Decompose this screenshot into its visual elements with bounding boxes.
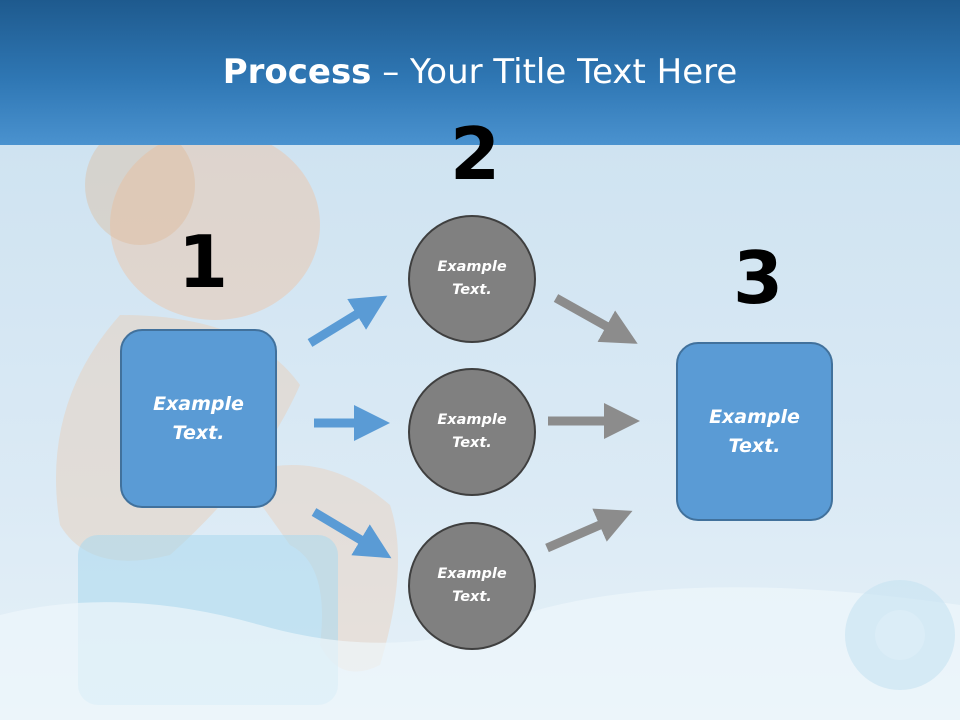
title-rest: – Your Title Text Here <box>371 52 738 92</box>
arrow-top-to-3 <box>553 294 638 344</box>
step-3-number: 3 <box>733 236 784 320</box>
step-1-box[interactable]: Example Text. <box>120 329 277 508</box>
step-3-text: Example Text. <box>709 405 800 457</box>
step-2-circle-bottom[interactable]: Example Text. <box>408 522 536 650</box>
step-2-circle-middle[interactable]: Example Text. <box>408 368 536 496</box>
circle-top-text: Example Text. <box>437 259 507 298</box>
circle-bottom-text: Example Text. <box>437 566 507 605</box>
title-bar <box>0 0 960 145</box>
step-3-box[interactable]: Example Text. <box>676 342 833 521</box>
step-1-number: 1 <box>178 220 229 304</box>
arrow-1-to-top <box>307 295 388 347</box>
arrow-1-to-bottom <box>311 508 392 559</box>
circle-middle-text: Example Text. <box>437 412 507 451</box>
slide-title: Process – Your Title Text Here <box>0 52 960 92</box>
background-photo <box>0 145 960 720</box>
title-bold: Process <box>222 52 372 92</box>
step-2-number: 2 <box>450 112 501 196</box>
step-2-circle-top[interactable]: Example Text. <box>408 215 536 343</box>
arrow-bottom-to-3 <box>545 508 633 553</box>
step-1-text: Example Text. <box>153 392 244 444</box>
